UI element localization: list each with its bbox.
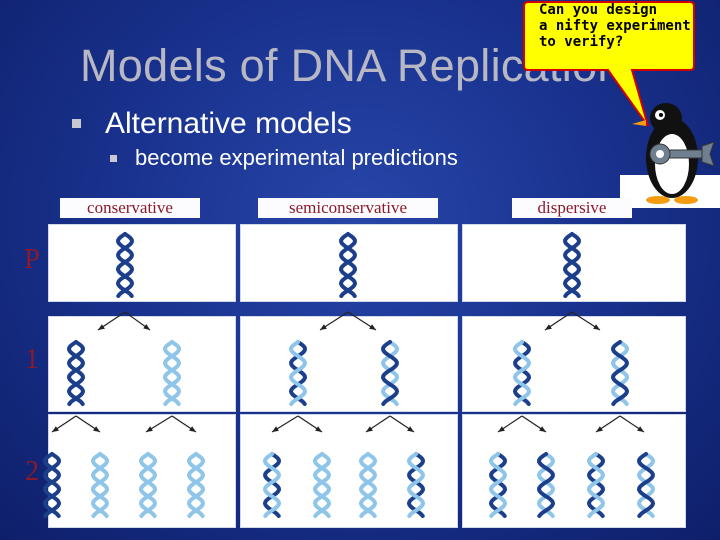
dna-helix-icon — [636, 452, 656, 518]
dna-helix-icon — [488, 452, 508, 518]
arrow-icon — [124, 311, 151, 331]
dna-helix-icon — [66, 340, 86, 406]
speech-bubble — [523, 1, 695, 127]
arrow-icon — [595, 415, 621, 433]
arrow-icon — [145, 415, 173, 433]
panel-conservative-2 — [48, 414, 236, 528]
arrow-icon — [271, 415, 299, 433]
dna-helix-icon — [262, 452, 282, 518]
column-header-dispersive: dispersive — [512, 198, 632, 218]
arrow-icon — [521, 415, 547, 433]
callout-text: Can you design a nifty experiment to ver… — [539, 2, 691, 50]
dna-helix-icon — [358, 452, 378, 518]
dna-helix-icon — [380, 340, 400, 406]
arrow-icon — [297, 415, 323, 433]
dna-helix-icon — [162, 340, 182, 406]
arrow-icon — [619, 415, 645, 433]
panel-semiconservative-1 — [240, 316, 458, 412]
dna-helix-icon — [610, 340, 630, 406]
arrow-icon — [365, 415, 391, 433]
arrow-icon — [544, 311, 573, 331]
dna-helix-icon — [586, 452, 606, 518]
dna-helix-icon — [288, 340, 308, 406]
arrow-icon — [389, 415, 415, 433]
generation-label-1: 1 — [25, 344, 39, 375]
dna-helix-icon — [406, 452, 426, 518]
dna-helix-icon — [512, 340, 532, 406]
dna-helix-icon — [42, 452, 62, 518]
bullet-level2-text: become experimental predictions — [135, 145, 458, 170]
column-header-conservative: conservative — [60, 198, 200, 218]
dna-helix-icon — [312, 452, 332, 518]
arrow-icon — [51, 415, 77, 433]
arrow-icon — [571, 311, 601, 331]
bullet-marker — [72, 119, 81, 128]
panel-dispersive-1 — [462, 316, 686, 412]
dna-helix-icon — [138, 452, 158, 518]
wrench-icon — [649, 141, 715, 167]
bullet-marker-sub — [110, 155, 117, 162]
bullet-level1-text: Alternative models — [105, 107, 352, 140]
dna-helix-icon — [562, 232, 582, 298]
arrow-icon — [347, 311, 377, 331]
generation-label-p: P — [24, 244, 40, 275]
arrow-icon — [171, 415, 197, 433]
dna-helix-icon — [186, 452, 206, 518]
column-header-semiconservative: semiconservative — [258, 198, 438, 218]
arrow-icon — [97, 311, 126, 331]
dna-helix-icon — [90, 452, 110, 518]
dna-helix-icon — [536, 452, 556, 518]
arrow-icon — [497, 415, 523, 433]
generation-label-2: 2 — [25, 456, 39, 487]
dna-helix-icon — [338, 232, 358, 298]
arrow-icon — [75, 415, 101, 433]
panel-conservative-p — [48, 224, 236, 302]
dna-helix-icon — [115, 232, 135, 298]
arrow-icon — [319, 311, 349, 331]
